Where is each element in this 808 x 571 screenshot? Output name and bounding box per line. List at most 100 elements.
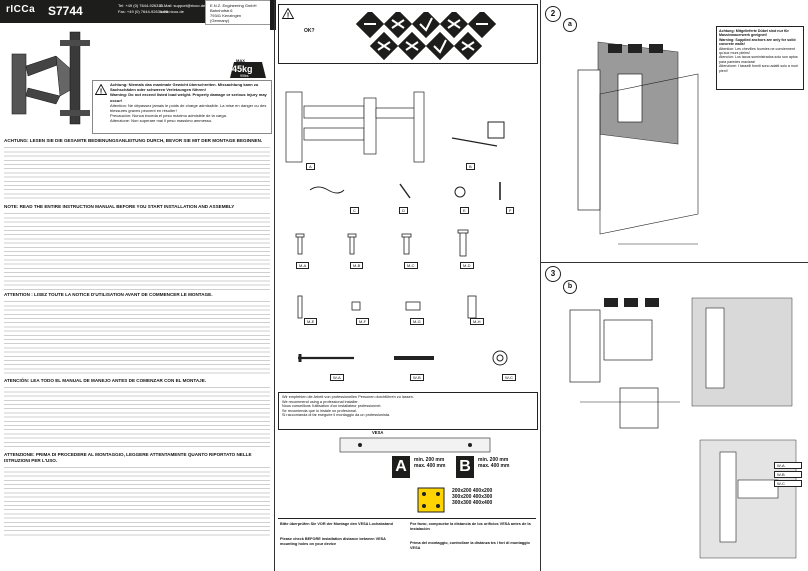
step-3-illustration bbox=[569, 297, 797, 559]
part-label-mg: M-G bbox=[410, 318, 424, 325]
section-body-fr bbox=[4, 298, 270, 376]
part-label-ma: M-A bbox=[296, 262, 310, 269]
part-label-f: F bbox=[506, 207, 515, 214]
part-label-d: D bbox=[399, 207, 408, 214]
email-text: E-Mail: support@ricoo.de bbox=[160, 3, 206, 8]
icon-row-3b bbox=[604, 294, 660, 307]
part-label-mc: M-C bbox=[404, 262, 418, 269]
vesa-b-max-value: 400 mm bbox=[490, 463, 510, 469]
model-number: S7744 bbox=[48, 4, 83, 18]
max-lbs: 99lbs bbox=[240, 74, 249, 78]
max-weight: 45kg bbox=[232, 64, 253, 74]
legend-table: Wir empfehlen die Arbeit von professione… bbox=[278, 392, 538, 430]
vesa-sizes: 200x200 400x200 300x200 400x300 300x300 … bbox=[452, 488, 492, 506]
vesa-size: 400x400 bbox=[472, 500, 493, 506]
vesa-b-values: min. 200 mm max. 400 mm bbox=[478, 457, 509, 469]
vesa-a-max-value: 400 mm bbox=[426, 463, 446, 469]
note-de: Bitte überprüfen Sie VOR der Montage den… bbox=[280, 522, 393, 526]
contact-web: E-Mail: support@ricoo.de www.ricoo.de bbox=[160, 3, 205, 15]
vesa-a-min-label: min. bbox=[414, 457, 425, 463]
vesa-size-row: 300x300 400x400 bbox=[452, 500, 492, 506]
wall-fixings bbox=[298, 350, 508, 366]
divider-left bbox=[274, 0, 275, 571]
vesa-b-min-label: min. bbox=[478, 457, 489, 463]
warning-de: Achtung: Niemals das maximale Gewicht üb… bbox=[110, 82, 259, 93]
company-address: E.N.Z. Engineering GmbH Bahnhofstr.6 793… bbox=[210, 3, 256, 23]
bottom-notes: Bitte überprüfen Sie VOR der Montage den… bbox=[278, 518, 536, 569]
part-label-wb: W-B bbox=[410, 374, 424, 381]
bracket-illustration bbox=[11, 31, 90, 125]
section-title-de: ACHTUNG: LESEN SIE DIE GESAMTE BEDIENUNG… bbox=[4, 138, 263, 143]
legend-row: Wir empfehlen die Arbeit von professione… bbox=[282, 395, 414, 399]
vesa-b-badge: B bbox=[456, 456, 474, 478]
safety-box bbox=[278, 4, 538, 64]
legend-row: Nous conseillons l'utilisation d'un inst… bbox=[282, 404, 382, 409]
svg-text:!: ! bbox=[100, 89, 102, 96]
vesa-a-min: min. 200 mm bbox=[414, 457, 445, 463]
note-box: Achtung: Mitgelieferte Dübel sind nur fü… bbox=[716, 26, 804, 90]
warning-it: Attenzione: Non superare mai il peso mas… bbox=[110, 118, 213, 124]
vesa-size: 400x300 bbox=[472, 494, 493, 500]
section-body-it bbox=[4, 464, 270, 536]
step-2-badge: 2 bbox=[545, 6, 561, 22]
ok-label: OK? bbox=[304, 28, 315, 34]
part-label-md: M-D bbox=[460, 262, 474, 269]
section-title-fr: ATTENTION : LISEZ TOUTE LA NOTICE D'UTIL… bbox=[4, 292, 213, 297]
step-3b-badge: b bbox=[563, 280, 577, 294]
section-en: NOTE: READ THE ENTIRE INSTRUCTION MANUAL… bbox=[4, 204, 270, 290]
vesa-a-max-label: max. bbox=[414, 463, 426, 469]
svg-text:!: ! bbox=[287, 13, 289, 20]
vesa-size: 300x200 bbox=[452, 494, 472, 500]
header-bar bbox=[0, 0, 270, 23]
part-label-mb: M-B bbox=[350, 262, 364, 269]
note-line: Atención: Los tacos suministrados solo s… bbox=[719, 55, 798, 64]
icon-row-2a bbox=[608, 40, 664, 53]
section-title-es: ATENCIÓN: LEA TODO EL MANUAL DE MANEJO A… bbox=[4, 378, 207, 383]
vesa-a-max: max. 400 mm bbox=[414, 463, 445, 469]
note-line: Warning: Supplied anchors are only for s… bbox=[719, 37, 796, 47]
warning-triangle-icon: ! bbox=[95, 84, 107, 95]
legend-row: Si raccomanda di far eseguire il montagg… bbox=[282, 413, 391, 418]
part-label-me: M-E bbox=[304, 318, 318, 325]
part-label-a: A bbox=[306, 163, 315, 170]
vesa-b-max: max. 400 mm bbox=[478, 463, 509, 469]
max-load-badge bbox=[230, 62, 266, 78]
warning-en: Warning: Do not exceed listed load weigh… bbox=[110, 92, 267, 103]
vesa-size: 200x200 bbox=[452, 488, 472, 494]
warning-fr: Attention: Ne dépassez jamais le poids d… bbox=[110, 102, 267, 114]
part-tag-wa: W-A bbox=[774, 462, 802, 469]
part-tags-right: W-A W-B W-C bbox=[774, 462, 802, 487]
legend-rows: Wir empfehlen die Arbeit von professione… bbox=[279, 393, 537, 420]
section-title-en: NOTE: READ THE ENTIRE INSTRUCTION MANUAL… bbox=[4, 204, 235, 209]
vesa-b-min-value: 200 mm bbox=[489, 457, 509, 463]
brand-logo: rICCa bbox=[6, 4, 36, 15]
warning-es: Precaución: Nunca exceda el peso máximo … bbox=[110, 113, 227, 119]
legend-row: Se recomienda que lo instale un profesio… bbox=[282, 408, 357, 413]
part-label-e: E bbox=[460, 207, 469, 214]
vesa-size-row: 300x200 400x300 bbox=[452, 494, 492, 500]
fax-text: Fax: +49 (0) 7644-92631-99 bbox=[118, 9, 168, 14]
parts-small bbox=[309, 182, 501, 200]
parts-brackets bbox=[285, 91, 505, 163]
divider-right bbox=[540, 0, 541, 571]
vesa-size-row: 200x200 400x200 bbox=[452, 488, 492, 494]
section-es: ATENCIÓN: LEA TODO EL MANUAL DE MANEJO A… bbox=[4, 378, 270, 450]
tel-text: Tel: +49 (0) 7644-926310 bbox=[118, 3, 163, 8]
section-fr: ATTENTION : LISEZ TOUTE LA NOTICE D'UTIL… bbox=[4, 292, 270, 376]
part-tag-wc: W-C bbox=[774, 480, 802, 487]
step-3-badge: 3 bbox=[545, 266, 561, 282]
note-line: Achtung: Mitgelieferte Dübel sind nur fü… bbox=[719, 29, 789, 38]
warning-text: Achtung: Niemals das maximale Gewicht üb… bbox=[110, 82, 268, 124]
note-line: Attenzione: I tasselli forniti sono adat… bbox=[719, 64, 798, 73]
address-box bbox=[205, 0, 272, 25]
part-label-wa: W-A bbox=[330, 374, 344, 381]
section-body-en bbox=[4, 210, 270, 290]
note-en: Please check BEFORE installation distanc… bbox=[280, 537, 386, 546]
screws-row-1 bbox=[295, 229, 469, 257]
company-line-4: (Germany) bbox=[210, 18, 230, 23]
vesa-title: VESA bbox=[372, 430, 384, 435]
side-strip bbox=[270, 0, 276, 30]
text-sections: ACHTUNG: LESEN SIE DIE GESAMTE BEDIENUNG… bbox=[4, 138, 270, 536]
part-label-b: B bbox=[466, 163, 475, 170]
note-lines: Achtung: Mitgelieferte Dübel sind nur fü… bbox=[719, 29, 801, 73]
